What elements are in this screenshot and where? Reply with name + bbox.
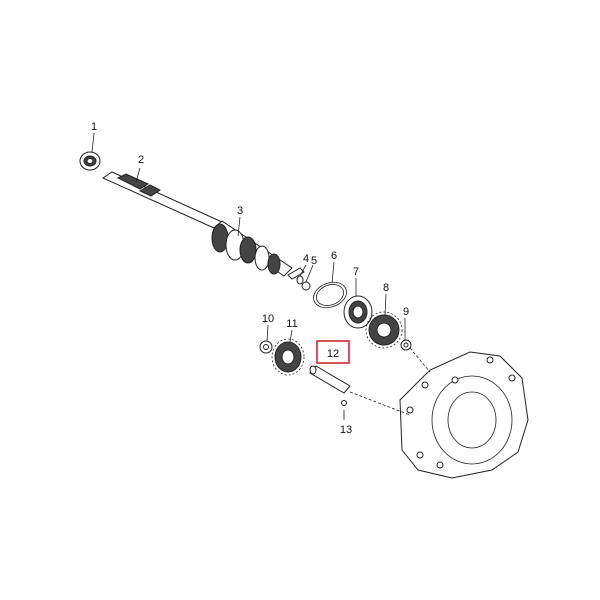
part-10-washer[interactable]: [259, 340, 273, 354]
part-12-pin[interactable]: [309, 365, 351, 394]
part-2-shaft[interactable]: [101, 171, 223, 229]
callout-13[interactable]: 13: [340, 424, 352, 436]
part-7-bearing[interactable]: [343, 295, 373, 329]
part-6-o-ring[interactable]: [310, 278, 350, 312]
callout-11[interactable]: 11: [286, 318, 297, 330]
callout-9[interactable]: 9: [403, 306, 409, 318]
callout-6[interactable]: 6: [331, 250, 337, 262]
callout-7[interactable]: 7: [353, 266, 359, 278]
part-13-small-pin[interactable]: [341, 400, 347, 406]
part-11-gear[interactable]: [271, 338, 305, 376]
engine-cover[interactable]: [399, 351, 529, 479]
highlight-box-12: [316, 340, 350, 364]
callout-labels: 1 2 3 4 5 6 7 8 9 10 11 12 13: [91, 121, 409, 436]
part-4-bolt[interactable]: [287, 267, 305, 285]
callout-10[interactable]: 10: [262, 313, 274, 325]
callout-5[interactable]: 5: [311, 255, 317, 267]
callout-12[interactable]: 12: [327, 348, 339, 360]
callout-1[interactable]: 1: [91, 121, 97, 133]
leader-lines: [91, 132, 431, 420]
callout-8[interactable]: 8: [383, 282, 389, 294]
part-5-washer[interactable]: [301, 281, 311, 291]
callout-2[interactable]: 2: [138, 154, 144, 166]
part-3-gear-cluster[interactable]: [211, 220, 293, 277]
part-1-bearing[interactable]: [79, 151, 101, 171]
callout-3[interactable]: 3: [237, 205, 243, 217]
part-8-sprocket[interactable]: [365, 311, 403, 349]
part-9-washer[interactable]: [400, 339, 412, 351]
callout-4[interactable]: 4: [303, 253, 309, 265]
